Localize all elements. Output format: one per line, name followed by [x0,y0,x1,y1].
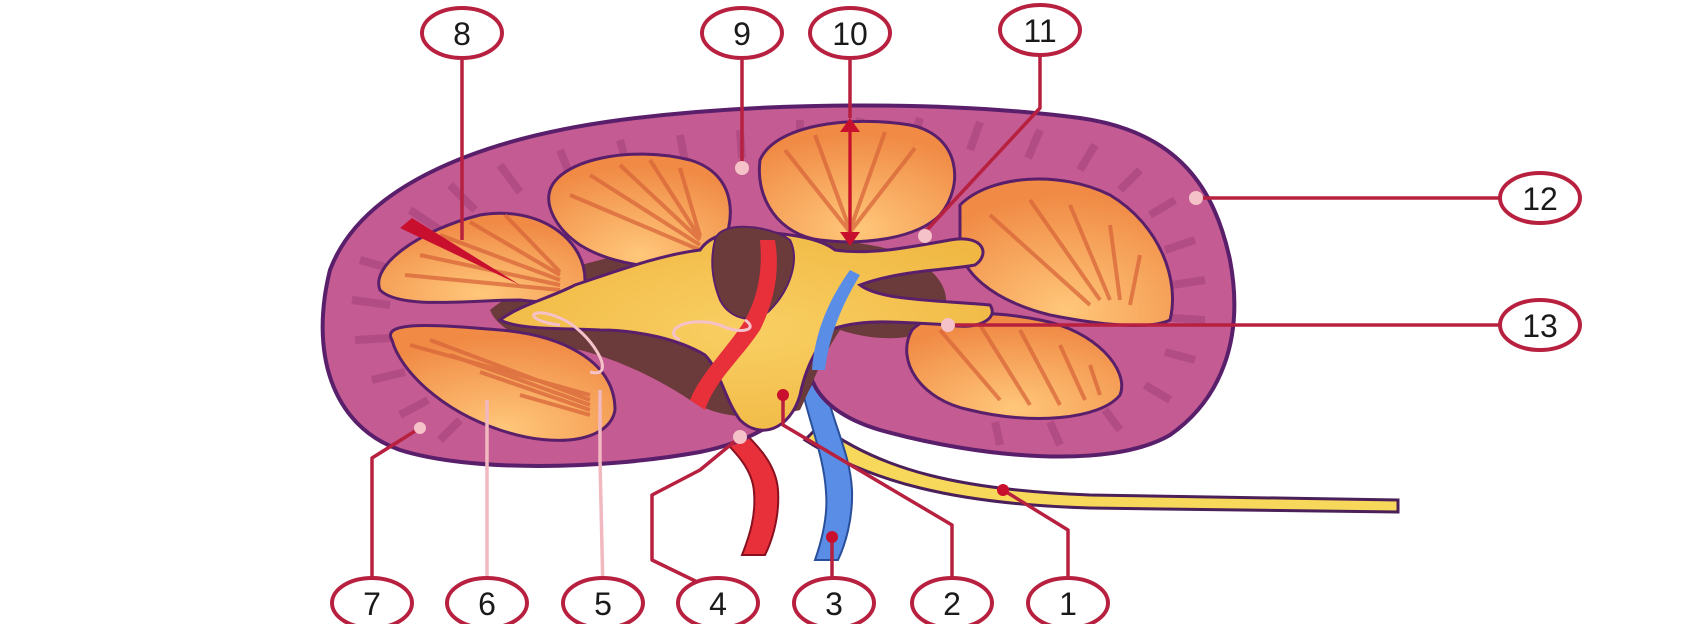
label-11: 11 [998,3,1082,57]
label-11-text: 11 [1023,13,1056,49]
label-2-text: 2 [943,586,961,622]
label-5-text: 5 [594,586,612,622]
arrow-8 [400,218,520,285]
label-6-text: 6 [478,586,496,622]
label-4: 4 [676,576,760,624]
arcuate-vessels [532,311,752,375]
label-13-text: 13 [1522,308,1558,344]
leader-11 [923,56,1042,234]
renal-pyramids [377,119,1174,442]
leader-5 [598,390,605,593]
label-8-text: 8 [453,16,471,52]
label-12: 12 [1498,171,1582,225]
label-8: 8 [420,6,504,60]
renal-artery [693,393,780,556]
label-2: 2 [910,576,994,624]
leader-dots [414,161,1203,543]
ureter [802,423,1400,514]
label-9: 9 [700,6,784,60]
leader-4 [650,435,742,594]
label-5: 5 [561,576,645,624]
label-7-text: 7 [363,586,381,622]
leader-lines [370,56,1500,594]
label-13: 13 [1498,298,1582,352]
label-3: 3 [792,576,876,624]
segmental-vein [812,270,860,370]
arrow-10 [840,118,860,246]
label-3-text: 3 [825,586,843,622]
segmental-artery [690,240,777,410]
leader-2 [781,395,954,592]
label-4-text: 4 [709,586,727,622]
label-1: 1 [1026,576,1110,624]
leader-7 [370,426,421,592]
label-6: 6 [445,576,529,624]
label-12-text: 12 [1522,181,1558,217]
label-10-text: 10 [832,16,868,52]
label-7: 7 [330,576,414,624]
pyramid-striations [404,128,1142,417]
leader-1 [1002,488,1070,592]
pyramid-6 [905,311,1124,420]
label-9-text: 9 [733,16,751,52]
label-1-text: 1 [1059,586,1077,622]
label-10: 10 [808,6,892,60]
